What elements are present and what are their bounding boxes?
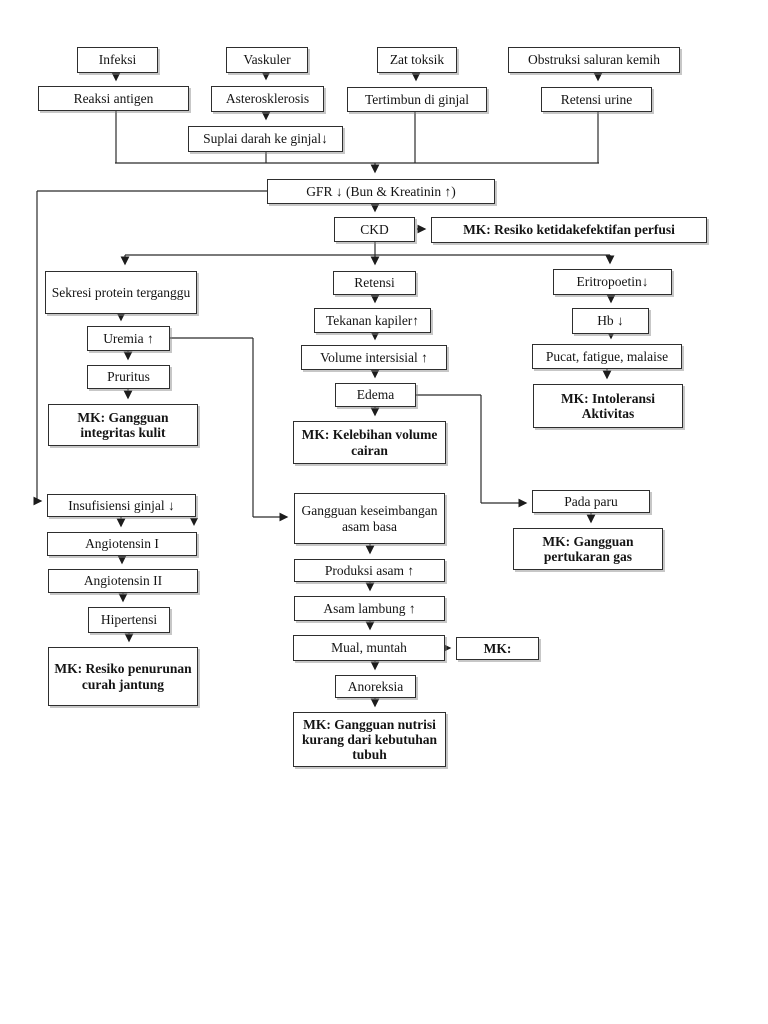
node-mk-nutrisi-label: MK: Gangguan nutrisi kurang dari kebutuh… [301, 716, 438, 763]
node-infeksi-label: Infeksi [98, 52, 137, 68]
node-ckd-label: CKD [360, 221, 389, 237]
node-angiotensin-i-label: Angiotensin I [85, 536, 159, 552]
node-hipertensi-label: Hipertensi [100, 612, 158, 628]
node-mk-perfusi: MK: Resiko ketidakefektifan perfusi [431, 217, 707, 243]
node-pruritus-label: Pruritus [107, 369, 150, 385]
node-tertimbun: Tertimbun di ginjal [347, 87, 487, 112]
node-pada-paru-label: Pada paru [564, 493, 618, 509]
node-gfr-label: GFR ↓ (Bun & Kreatinin ↑) [306, 183, 456, 199]
node-insufisiensi-ginjal: Insufisiensi ginjal ↓ [47, 494, 196, 517]
node-produksi-asam-label: Produksi asam ↑ [324, 562, 415, 578]
node-mk-blank: MK: [456, 637, 539, 660]
node-mk-intoleransi: MK: Intoleransi Aktivitas [533, 384, 683, 428]
node-mk-intoleransi-label: MK: Intoleransi Aktivitas [560, 390, 656, 421]
node-sekresi-protein: Sekresi protein terganggu [45, 271, 197, 314]
node-pucat-fatigue: Pucat, fatigue, malaise [532, 344, 682, 369]
node-mk-kelebihan-cairan-label: MK: Kelebihan volume cairan [301, 427, 438, 458]
node-gangguan-asam-basa-label: Gangguan keseimbangan asam basa [301, 503, 438, 534]
node-asam-lambung: Asam lambung ↑ [294, 596, 445, 621]
node-mk-curah-jantung-label: MK: Resiko penurunan curah jantung [54, 661, 192, 692]
node-angiotensin-ii-label: Angiotensin II [83, 573, 163, 589]
node-asterosklerosis-label: Asterosklerosis [225, 91, 310, 107]
node-mk-integritas-kulit: MK: Gangguan integritas kulit [48, 404, 198, 446]
node-vaskuler-label: Vaskuler [243, 52, 291, 68]
node-ckd: CKD [334, 217, 415, 242]
node-retensi: Retensi [333, 271, 416, 295]
node-tertimbun-label: Tertimbun di ginjal [364, 91, 470, 107]
node-anoreksia-label: Anoreksia [347, 678, 404, 694]
node-hipertensi: Hipertensi [88, 607, 170, 633]
node-reaksi-antigen: Reaksi antigen [38, 86, 189, 111]
node-mk-blank-label: MK: [483, 640, 512, 656]
node-pucat-fatigue-label: Pucat, fatigue, malaise [545, 348, 669, 364]
node-anoreksia: Anoreksia [335, 675, 416, 698]
node-pruritus: Pruritus [87, 365, 170, 389]
node-uremia-label: Uremia ↑ [103, 330, 154, 346]
node-suplai-darah: Suplai darah ke ginjal↓ [188, 126, 343, 152]
node-zat-toksik-label: Zat toksik [389, 52, 445, 68]
node-pada-paru: Pada paru [532, 490, 650, 513]
node-uremia: Uremia ↑ [87, 326, 170, 351]
node-vaskuler: Vaskuler [226, 47, 308, 73]
node-volume-intersisial: Volume intersisial ↑ [301, 345, 447, 370]
node-mk-pertukaran-gas-label: MK: Gangguan pertukaran gas [542, 533, 634, 564]
node-gfr: GFR ↓ (Bun & Kreatinin ↑) [267, 179, 495, 204]
node-eritropoetin: Eritropoetin↓ [553, 269, 672, 295]
node-mk-kelebihan-cairan: MK: Kelebihan volume cairan [293, 421, 446, 464]
node-eritropoetin-label: Eritropoetin↓ [576, 274, 649, 290]
node-edema-label: Edema [356, 387, 395, 403]
node-suplai-darah-label: Suplai darah ke ginjal↓ [203, 131, 328, 147]
node-mk-curah-jantung: MK: Resiko penurunan curah jantung [48, 647, 198, 706]
node-insufisiensi-ginjal-label: Insufisiensi ginjal ↓ [68, 497, 175, 513]
node-reaksi-antigen-label: Reaksi antigen [73, 90, 154, 106]
node-retensi-label: Retensi [354, 275, 395, 291]
node-retensi-urine: Retensi urine [541, 87, 652, 112]
node-hb: Hb ↓ [572, 308, 649, 334]
node-infeksi: Infeksi [77, 47, 158, 73]
node-mk-integritas-kulit-label: MK: Gangguan integritas kulit [77, 409, 169, 440]
node-obstruksi: Obstruksi saluran kemih [508, 47, 680, 73]
node-obstruksi-label: Obstruksi saluran kemih [528, 52, 660, 68]
node-mk-nutrisi: MK: Gangguan nutrisi kurang dari kebutuh… [293, 712, 446, 767]
node-produksi-asam: Produksi asam ↑ [294, 559, 445, 582]
node-asam-lambung-label: Asam lambung ↑ [323, 600, 416, 616]
node-asterosklerosis: Asterosklerosis [211, 86, 324, 112]
node-tekanan-kapiler-label: Tekanan kapiler↑ [325, 312, 420, 328]
node-hb-label: Hb ↓ [597, 313, 624, 329]
node-mk-pertukaran-gas: MK: Gangguan pertukaran gas [513, 528, 663, 570]
node-edema: Edema [335, 383, 416, 407]
node-zat-toksik: Zat toksik [377, 47, 457, 73]
node-retensi-urine-label: Retensi urine [560, 91, 633, 107]
node-tekanan-kapiler: Tekanan kapiler↑ [314, 308, 431, 333]
node-mk-perfusi-label: MK: Resiko ketidakefektifan perfusi [463, 222, 675, 238]
node-mual-muntah-label: Mual, muntah [331, 640, 407, 656]
node-sekresi-protein-label: Sekresi protein terganggu [51, 284, 191, 300]
node-gangguan-asam-basa: Gangguan keseimbangan asam basa [294, 493, 445, 544]
node-volume-intersisial-label: Volume intersisial ↑ [320, 349, 428, 365]
node-mual-muntah: Mual, muntah [293, 635, 445, 661]
node-angiotensin-i: Angiotensin I [47, 532, 197, 556]
node-angiotensin-ii: Angiotensin II [48, 569, 198, 593]
